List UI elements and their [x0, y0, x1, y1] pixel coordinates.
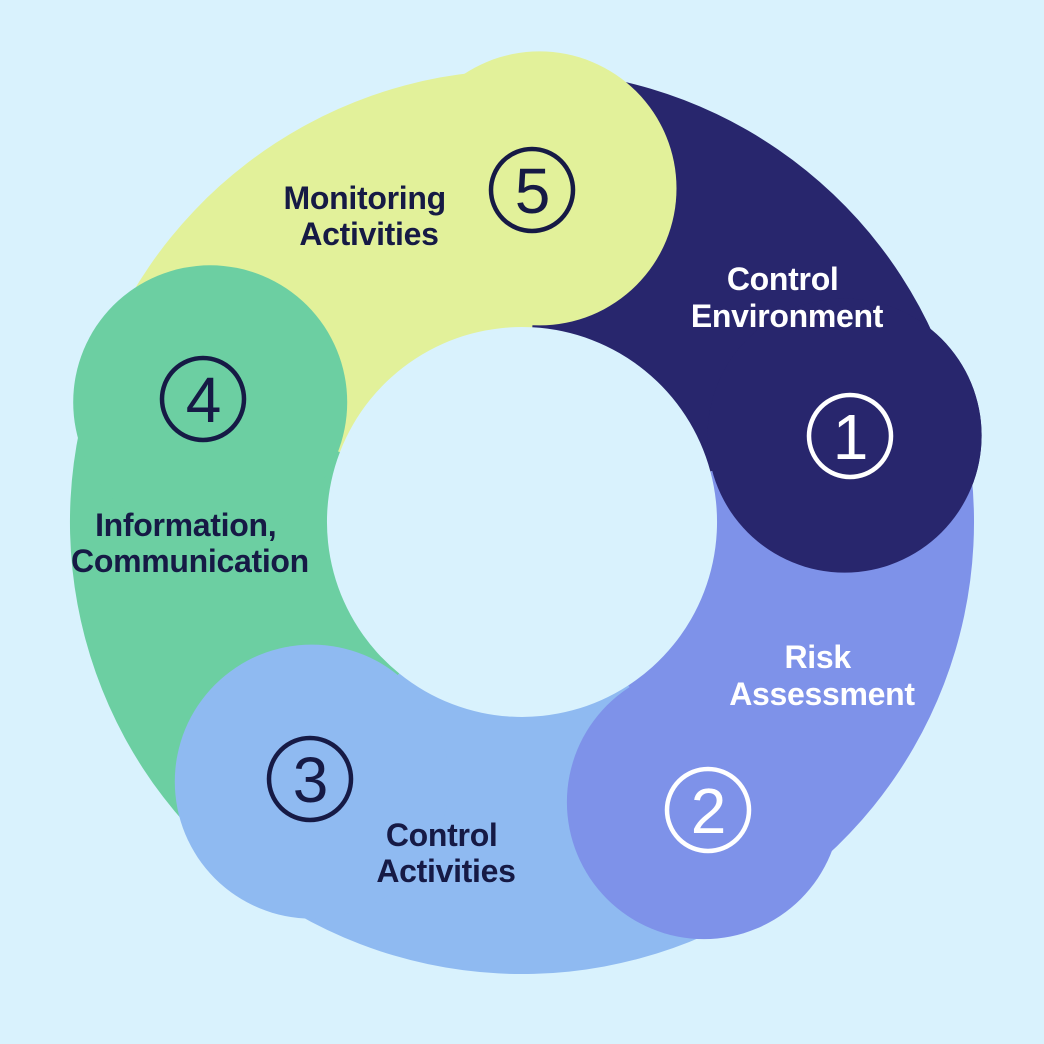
- segment-control-environment-label: Control Environment: [691, 261, 884, 334]
- segment-risk-assessment-annotations: Risk Assessment 2: [664, 639, 916, 854]
- segment-control-activities-label: Control Activities: [376, 817, 515, 889]
- segment-risk-assessment-label: Risk Assessment: [729, 639, 915, 712]
- badge-number-3: 3: [293, 744, 328, 816]
- badge-number-2: 2: [691, 775, 726, 847]
- segment-risk-assessment-head: [566, 665, 841, 940]
- badge-circle-4: [159, 355, 247, 443]
- segment-monitoring-activities-label: Monitoring Activities: [284, 180, 455, 252]
- badge-circle-1: [806, 392, 894, 480]
- segment-information-communication-annotations: Information, Communication 4: [71, 355, 309, 579]
- segment-control-environment-head-overlay: [707, 298, 982, 573]
- segment-control-environment-annotations: Control Environment 1: [691, 261, 894, 480]
- segment-information-communication-label: Information, Communication: [71, 507, 309, 579]
- badge-number-4: 4: [186, 364, 221, 436]
- badge-circle-3: [266, 735, 354, 823]
- badge-number-5: 5: [515, 155, 550, 227]
- badge-number-1: 1: [833, 401, 868, 473]
- segment-control-activities-annotations: Control Activities 3: [266, 735, 516, 889]
- segment-information-communication-head: [73, 265, 348, 540]
- badge-circle-5: [488, 146, 576, 234]
- donut-center-hole: [328, 328, 716, 716]
- segment-monitoring-activities-head: [402, 51, 677, 326]
- segment-monitoring-activities-annotations: Monitoring Activities 5: [284, 146, 576, 252]
- segment-control-activities-head: [174, 644, 449, 919]
- badge-circle-2: [664, 766, 752, 854]
